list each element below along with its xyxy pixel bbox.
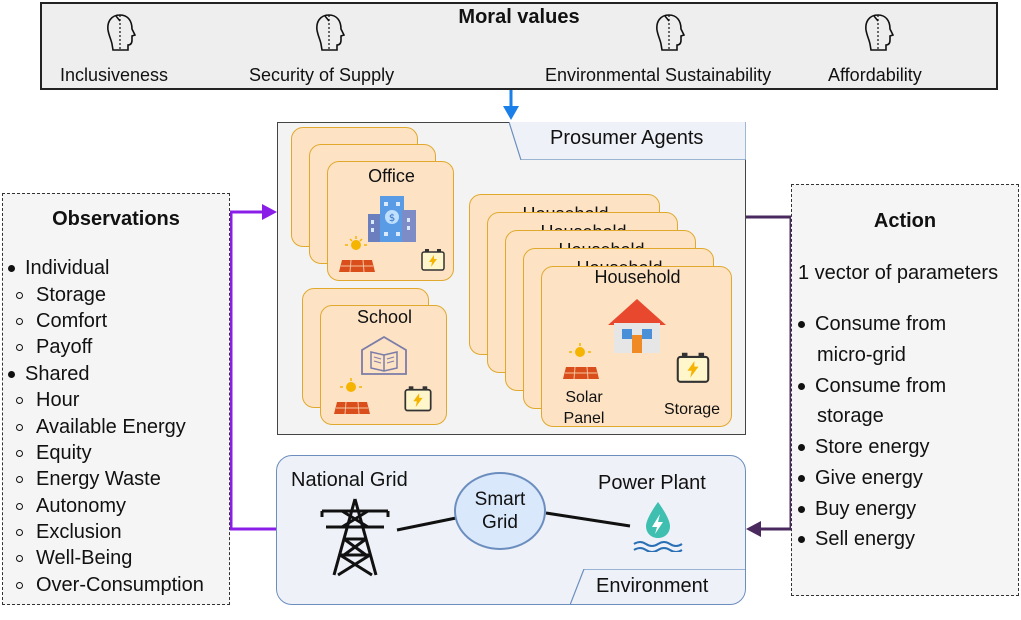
moral-values-box (40, 2, 998, 90)
action-item: Buy energy (798, 498, 916, 521)
moral-value-security-of-supply: Security of Supply (249, 65, 395, 85)
action-subtitle: 1 vector of parameters (798, 262, 999, 284)
household-card: Household Solar Panel Storage (541, 266, 732, 427)
observation-item: Energy Waste (16, 468, 161, 491)
moral-to-agents-arrowhead (503, 106, 519, 120)
action-item: Consume from (798, 375, 946, 398)
school-label: School (356, 307, 413, 327)
head-profile-icon (107, 14, 136, 51)
moral-values-title: Moral values (458, 6, 580, 28)
solar-panel-icon (334, 378, 370, 415)
storage-label: Storage (663, 401, 721, 418)
moral-value-affordability: Affordability (828, 65, 922, 85)
observation-item: Comfort (16, 310, 107, 333)
head-profile-icon (656, 14, 685, 51)
head-profile-icon (865, 14, 894, 51)
observation-group-individual: Individual (8, 257, 110, 280)
house-icon (608, 299, 666, 353)
observation-item: Equity (16, 442, 92, 465)
household-label: Household (594, 267, 681, 287)
action-arrowhead (746, 521, 761, 537)
office-building-icon: $ (368, 196, 416, 242)
hydro-power-plant-icon (633, 502, 683, 552)
action-item: Give energy (798, 467, 923, 490)
office-card: Office $ (327, 161, 454, 281)
environment-title: Environment (596, 575, 709, 597)
moral-value-environmental-sustainability: Environmental Sustainability (545, 65, 772, 85)
observation-item: Autonomy (16, 495, 126, 518)
solar-panel-label: Solar Panel (563, 389, 605, 427)
solar-panel-icon (563, 343, 599, 380)
svg-text:$: $ (389, 213, 395, 224)
observation-item: Payoff (16, 336, 92, 359)
action-title: Action (873, 210, 937, 232)
env-to-agents-feedback-arrow (229, 210, 276, 531)
observation-item: Well-Being (16, 547, 132, 570)
observation-item: Exclusion (16, 521, 122, 544)
observations-box (2, 193, 230, 605)
prosumer-agents-title: Prosumer Agents (550, 127, 704, 149)
battery-icon (404, 386, 432, 412)
smart-grid-label: Smart Grid (474, 489, 526, 533)
power-plant-label: Power Plant (598, 472, 706, 494)
prosumer-agents-tab (509, 122, 746, 160)
observation-item: Over-Consumption (16, 574, 204, 597)
environment-tab (570, 569, 746, 605)
observation-item: Available Energy (16, 416, 186, 439)
school-card: School (320, 305, 447, 425)
national-grid-label: National Grid (291, 469, 408, 491)
feedback-arrowhead (262, 204, 277, 220)
action-item: Consume from (798, 313, 946, 336)
action-item-continuation: storage (817, 405, 884, 427)
moral-value-inclusiveness: Inclusiveness (60, 65, 169, 85)
observations-title: Observations (52, 208, 180, 230)
action-item: Store energy (798, 436, 930, 459)
observation-item: Hour (16, 389, 79, 412)
observation-group-shared: Shared (8, 363, 90, 386)
solar-panel-icon (339, 236, 375, 273)
battery-icon (421, 249, 445, 271)
smart-grid-node: Smart Grid (454, 472, 546, 550)
office-label: Office (368, 166, 415, 186)
observation-item: Storage (16, 284, 106, 307)
action-box (791, 184, 1019, 596)
battery-icon (676, 352, 710, 383)
school-building-icon (361, 335, 407, 375)
transmission-tower-icon (320, 498, 390, 577)
head-profile-icon (316, 14, 345, 51)
action-item: Sell energy (798, 528, 915, 551)
action-item-continuation: micro-grid (817, 344, 906, 366)
